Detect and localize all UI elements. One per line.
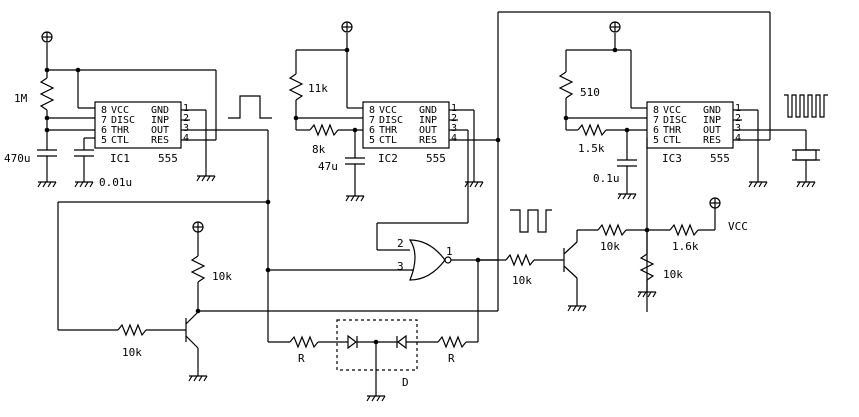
supply-terminals [41, 21, 721, 233]
ic2-wiring [288, 11, 771, 311]
vcc-label: VCC [728, 220, 748, 233]
ic3-pin-num: 4 [735, 133, 741, 144]
ic3-pin-num: 5 [653, 135, 659, 146]
ground-symbols [37, 175, 816, 402]
r-ic2-b-label: 8k [312, 143, 326, 156]
ic1-pin-num: 2 [183, 113, 189, 124]
ic1-pin-label: OUT [151, 125, 169, 136]
ic1-pin-label: GND [151, 105, 169, 116]
ic3-pin-label: INP [703, 115, 721, 126]
ic2-pin-label: GND [419, 105, 437, 116]
ic3-pin-num: 3 [735, 123, 741, 134]
ic2-pin-label: CTL [379, 135, 397, 146]
ic1-pin-label: RES [151, 135, 169, 146]
square-wave-icon [510, 209, 552, 233]
ic3-pin-label: RES [703, 135, 721, 146]
nor-out-pin: 1 [446, 245, 453, 258]
nor-in1-pin: 2 [397, 237, 404, 250]
r-ic3-a-label: 510 [580, 86, 600, 99]
r-q1-collector-label: 10k [212, 270, 232, 283]
r-ic3-b-label: 1.5k [578, 142, 605, 155]
ic3-block: 8 7 6 5 VCC DISC THR CTL GND INP OUT RES… [646, 101, 741, 165]
c-ic1-timing-label: 470u [4, 152, 31, 165]
ic2-pin-num: 2 [451, 113, 457, 124]
led-pair-label: D [402, 376, 409, 389]
ic1-name: IC1 [110, 152, 130, 165]
ic2-pin-label: DISC [379, 115, 403, 126]
ic3-pin-num: 8 [653, 105, 659, 116]
square-wave-icon [784, 94, 828, 118]
ic2-pin-label: OUT [419, 125, 437, 136]
ic1-pin-label: CTL [111, 135, 129, 146]
ic3-pin-label: CTL [663, 135, 681, 146]
ic1-block: 8 7 6 5 VCC DISC THR CTL GND INP OUT RES… [94, 101, 189, 165]
ic3-pin-label: OUT [703, 125, 721, 136]
ic1-pin-num: 6 [101, 125, 107, 136]
ic3-pin-num: 6 [653, 125, 659, 136]
ic3-pin-label: GND [703, 105, 721, 116]
r-led-right-label: R [448, 352, 455, 365]
ic2-pin-num: 4 [451, 133, 457, 144]
ic2-type: 555 [426, 152, 446, 165]
ic1-pin-num: 3 [183, 123, 189, 134]
c-ic1-ctl-label: 0.01u [99, 176, 132, 189]
ic1-pin-label: DISC [111, 115, 135, 126]
r-q1-base-label: 10k [122, 346, 142, 359]
r-pulldown-label: 10k [663, 268, 683, 281]
ic3-name: IC3 [662, 152, 682, 165]
junction-dots [44, 47, 650, 345]
ic3-pin-num: 7 [653, 115, 659, 126]
q2-stage [477, 208, 716, 342]
r-ic1-timing-label: 1M [14, 92, 28, 105]
ic3-pin-label: DISC [663, 115, 687, 126]
c-ic3-label: 0.1u [593, 172, 620, 185]
ic2-pin-label: THR [379, 125, 398, 136]
ic2-pin-num: 8 [369, 105, 375, 116]
c-ic2-label: 47u [318, 160, 338, 173]
ic3-pin-num: 2 [735, 113, 741, 124]
r-ic2-a-label: 11k [308, 82, 328, 95]
ic2-pin-num: 1 [451, 103, 457, 114]
ic3-pin-label: THR [663, 125, 682, 136]
q1-stage [57, 201, 498, 376]
ic3-pin-label: VCC [663, 105, 681, 116]
ic2-pin-num: 5 [369, 135, 375, 146]
ic1-pin-label: INP [151, 115, 169, 126]
ic2-pin-num: 3 [451, 123, 457, 134]
ic2-block: 8 7 6 5 VCC DISC THR CTL GND INP OUT RES… [362, 101, 457, 165]
ic2-pin-label: VCC [379, 105, 397, 116]
r-q2-collector-label: 10k [600, 240, 620, 253]
r-q2-base-label: 10k [512, 274, 532, 287]
r-led-left-label: R [298, 352, 305, 365]
ic3-pin-num: 1 [735, 103, 741, 114]
ic1-pin-num: 1 [183, 103, 189, 114]
ic2-pin-num: 6 [369, 125, 375, 136]
ic2-pin-label: RES [419, 135, 437, 146]
ic1-pin-label: VCC [111, 105, 129, 116]
ic1-pin-num: 5 [101, 135, 107, 146]
ic2-pin-num: 7 [369, 115, 375, 126]
ic2-pin-label: INP [419, 115, 437, 126]
nor-in2-pin: 3 [397, 260, 404, 273]
ic1-type: 555 [158, 152, 178, 165]
ic1-pin-num: 7 [101, 115, 107, 126]
ic1-pin-label: THR [111, 125, 130, 136]
square-wave-icon [228, 95, 272, 119]
ic3-type: 555 [710, 152, 730, 165]
nor-gate: 2 3 1 [268, 237, 498, 281]
ic1-wiring [37, 43, 269, 342]
led-pair [268, 319, 478, 396]
r-vcc-divider-label: 1.6k [672, 240, 699, 253]
ic1-pin-num: 4 [183, 133, 189, 144]
ic2-name: IC2 [378, 152, 398, 165]
ic1-pin-num: 8 [101, 105, 107, 116]
